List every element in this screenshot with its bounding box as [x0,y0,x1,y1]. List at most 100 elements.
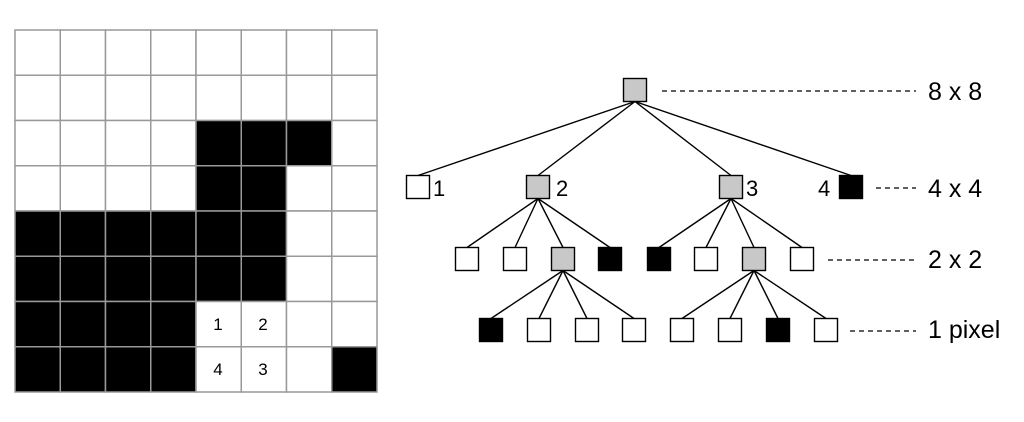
quadrant-label-2: 2 [556,176,568,201]
tree-node-level1 [405,174,431,200]
grid-cell [331,119,378,167]
grid-cell [195,74,242,122]
tree-edge [705,198,732,248]
tree-edge [658,197,732,249]
grid-cell [195,210,242,257]
grid-cell [150,74,197,122]
cell-label-4: 4 [213,360,222,379]
tree-edge [730,198,755,248]
grid-cell [14,29,61,76]
tree-node-level2 [550,246,576,272]
grid-cell [14,210,61,257]
grid-cell [150,29,197,76]
grid-cell [285,165,333,212]
tree-node-level3 [526,317,552,343]
tree-edge [753,270,779,319]
tree-node-level3 [621,317,647,343]
tree-edge [490,269,564,320]
grid-cell [195,346,242,393]
grid-cell [14,119,61,167]
grid-cell [150,210,197,257]
grid-cell [285,255,333,303]
pixel-grid [14,29,378,393]
quadrant-label-1: 1 [433,176,445,201]
grid-cell [59,346,107,393]
grid-cell [104,210,152,257]
grid-cell [331,29,378,76]
grid-cell [14,300,61,348]
tree-edge [730,197,803,249]
tree-node-level3 [574,317,600,343]
grid-cell [331,300,378,348]
grid-cell [240,29,288,76]
tree-node-level3 [478,317,504,343]
cell-label-2: 2 [258,315,267,334]
grid-cell [331,255,378,303]
tree-edge [562,269,635,320]
tree-node-level2 [693,246,719,272]
grid-cell [285,29,333,76]
tree-node-level3 [765,317,791,343]
grid-cell [14,165,61,212]
grid-cell [59,255,107,303]
tree-node-level3 [813,317,839,343]
tree-edges [417,100,852,320]
grid-cell [150,346,197,393]
grid-cell [59,119,107,167]
grid-cell [195,119,242,167]
grid-cell [195,29,242,76]
tree-edge [537,197,611,249]
grid-cell [59,74,107,122]
tree-node-level1 [838,174,864,200]
quadrant-label-3: 3 [746,176,758,201]
grid-cell [150,119,197,167]
grid-cell [285,346,333,393]
grid-cell [240,255,288,303]
grid-cell [285,74,333,122]
grid-cell [14,346,61,393]
grid-cell [331,210,378,257]
grid-cell [285,210,333,257]
level-leader-lines [662,90,916,332]
level-label-8x8: 8 x 8 [928,78,982,106]
tree-node-level2 [646,246,672,272]
grid-cell [240,119,288,167]
grid-cell [195,165,242,212]
level-label-2x2: 2 x 2 [928,246,982,274]
grid-cell [195,300,242,348]
grid-cell [104,346,152,393]
tree-edge [634,100,732,177]
grid-cell [104,74,152,122]
level-label-1-pixel: 1 pixel [928,316,1000,344]
level-label-4x4: 4 x 4 [928,175,982,203]
tree-edge [537,198,564,248]
tree-node-level2 [597,246,623,272]
tree-node-level1 [525,174,551,200]
grid-cell [14,74,61,122]
tree-node-root [622,77,648,103]
grid-cell [285,119,333,167]
grid-cell [150,165,197,212]
tree-node-level2 [741,246,767,272]
grid-cell [104,29,152,76]
grid-cell [150,255,197,303]
cell-label-1: 1 [213,315,222,334]
tree-edge [466,197,539,249]
grid-cell [104,165,152,212]
tree-edge [634,100,852,177]
grid-cell [104,300,152,348]
grid-cell [59,300,107,348]
tree-edge [681,269,755,320]
grid-cell [104,119,152,167]
tree-node-level3 [717,317,743,343]
tree-node-level1 [718,174,744,200]
grid-cell [59,210,107,257]
tree-edge [753,269,827,320]
grid-cell [331,165,378,212]
quadrant-label-4: 4 [818,176,830,201]
tree-node-level3 [669,317,695,343]
tree-nodes [405,77,864,343]
tree-edge [537,100,636,177]
grid-cell [331,346,378,393]
